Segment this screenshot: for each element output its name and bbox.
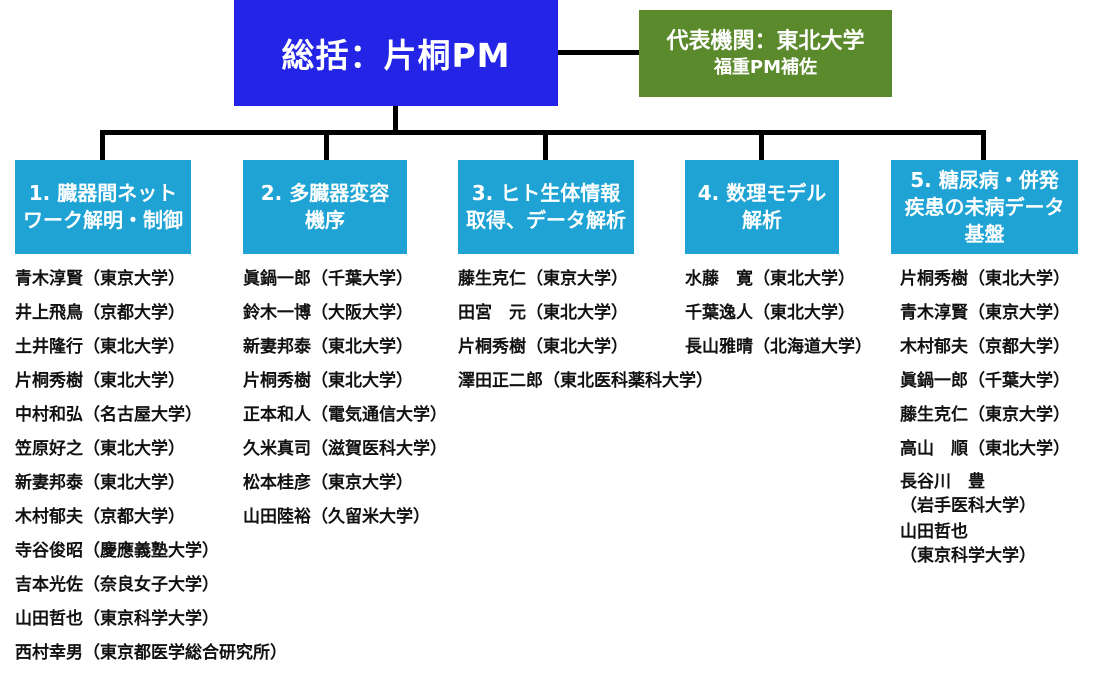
member-item: 山田陸裕（久留米大学）: [243, 507, 430, 527]
member-item: 新妻邦泰（東北大学）: [243, 337, 413, 357]
category-1-box: 1. 臓器間ネット ワーク解明・制御: [15, 160, 191, 254]
connector-top-to-rep: [558, 50, 639, 55]
member-item: 中村和弘（名古屋大学）: [15, 405, 202, 425]
representative-institution-box: 代表機関：東北大学 福重PM補佐: [639, 10, 892, 97]
category-2-label: 2. 多臓器変容 機序: [260, 181, 390, 232]
member-item: 高山 順（東北大学）: [900, 439, 1070, 459]
member-item: 眞鍋一郎（千葉大学）: [243, 269, 413, 289]
general-manager-label: 総括：片桐PM: [281, 36, 511, 75]
member-item: 吉本光佐（奈良女子大学）: [15, 575, 219, 595]
category-3-member-list: 藤生克仁（東京大学） 田宮 元（東北大学） 片桐秀樹（東北大学） 澤田正二郎（東…: [458, 266, 713, 402]
category-4-box: 4. 数理モデル 解析: [685, 160, 839, 254]
connector-top-down: [393, 106, 398, 132]
category-5-member-list: 片桐秀樹（東北大学） 青木淳賢（東京大学） 木村郁夫（京都大学） 眞鍋一郎（千葉…: [900, 266, 1070, 570]
category-1-label: 1. 臓器間ネット ワーク解明・制御: [23, 181, 183, 232]
category-5-box: 5. 糖尿病・併発 疾患の未病データ 基盤: [891, 160, 1078, 254]
representative-institution-label: 代表機関：東北大学: [666, 28, 865, 54]
member-item: 山田哲也（東京科学大学）: [15, 609, 219, 629]
member-item: 片桐秀樹（東北大学）: [243, 371, 413, 391]
category-2-box: 2. 多臓器変容 機序: [243, 160, 407, 254]
member-item: 片桐秀樹（東北大学）: [900, 269, 1070, 289]
connector-branch-2: [324, 130, 329, 160]
category-3-label: 3. ヒト生体情報 取得、データ解析: [466, 181, 626, 232]
member-item: 松本桂彦（東京大学）: [243, 473, 413, 493]
member-item: 長谷川 豊 （岩手医科大学）: [900, 472, 1036, 516]
member-item: 片桐秀樹（東北大学）: [458, 337, 628, 357]
member-item: 鈴木一博（大阪大学）: [243, 303, 413, 323]
pm-assistant-label: 福重PM補佐: [713, 57, 818, 79]
member-item: 井上飛鳥（京都大学）: [15, 303, 185, 323]
member-item: 藤生克仁（東京大学）: [900, 405, 1070, 425]
member-item: 長山雅晴（北海道大学）: [685, 337, 872, 357]
member-item: 眞鍋一郎（千葉大学）: [900, 371, 1070, 391]
member-item: 青木淳賢（東京大学）: [900, 303, 1070, 323]
member-item: 西村幸男（東京都医学総合研究所）: [15, 643, 287, 663]
member-item: 寺谷俊昭（慶應義塾大学）: [15, 541, 219, 561]
connector-branch-3: [543, 130, 548, 160]
member-item: 笠原好之（東北大学）: [15, 439, 185, 459]
member-item: 田宮 元（東北大学）: [458, 303, 628, 323]
member-item: 木村郁夫（京都大学）: [15, 507, 185, 527]
category-5-label: 5. 糖尿病・併発 疾患の未病データ 基盤: [904, 167, 1065, 246]
connector-branch-4: [759, 130, 764, 160]
category-1-member-list: 青木淳賢（東京大学） 井上飛鳥（京都大学） 土井隆行（東北大学） 片桐秀樹（東北…: [15, 266, 287, 674]
member-item: 千葉逸人（東北大学）: [685, 303, 855, 323]
member-item: 土井隆行（東北大学）: [15, 337, 185, 357]
member-item: 山田哲也 （東京科学大学）: [900, 522, 1036, 566]
member-item: 水藤 寛（東北大学）: [685, 269, 855, 289]
member-item: 木村郁夫（京都大学）: [900, 337, 1070, 357]
member-item: 片桐秀樹（東北大学）: [15, 371, 185, 391]
member-item: 久米真司（滋賀医科大学）: [243, 439, 447, 459]
connector-branch-5: [981, 130, 986, 160]
member-item: 新妻邦泰（東北大学）: [15, 473, 185, 493]
category-3-box: 3. ヒト生体情報 取得、データ解析: [458, 160, 634, 254]
connector-branch-1: [100, 130, 105, 160]
category-2-member-list: 眞鍋一郎（千葉大学） 鈴木一博（大阪大学） 新妻邦泰（東北大学） 片桐秀樹（東北…: [243, 266, 447, 538]
category-4-label: 4. 数理モデル 解析: [697, 181, 827, 232]
category-4-member-list: 水藤 寛（東北大学） 千葉逸人（東北大学） 長山雅晴（北海道大学）: [685, 266, 872, 368]
member-item: 青木淳賢（東京大学）: [15, 269, 185, 289]
member-item: 澤田正二郎（東北医科薬科大学）: [458, 371, 713, 391]
member-item: 正本和人（電気通信大学）: [243, 405, 447, 425]
general-manager-box: 総括：片桐PM: [234, 0, 558, 106]
member-item: 藤生克仁（東京大学）: [458, 269, 628, 289]
